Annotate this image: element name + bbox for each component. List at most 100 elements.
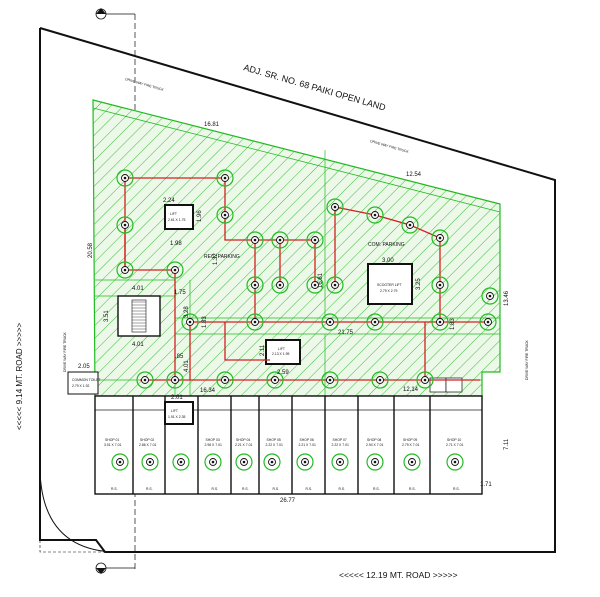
dim-d30: 2.05 bbox=[78, 364, 90, 370]
north-marker-bottom bbox=[95, 562, 135, 574]
sprinkler-head bbox=[431, 229, 449, 247]
lift-3-size: 1.91 X 2.35 bbox=[168, 415, 185, 419]
dim-d13: 1.75 bbox=[174, 290, 186, 296]
dim-d11: 13.46 bbox=[504, 290, 510, 306]
sprinkler-head bbox=[216, 169, 234, 187]
north-marker-top bbox=[95, 8, 135, 20]
shop-name: SHOP 08 bbox=[367, 438, 381, 442]
sprinkler-head bbox=[166, 371, 184, 389]
sprinkler-head bbox=[321, 371, 339, 389]
sprinkler-head bbox=[326, 276, 344, 294]
sprinkler-head bbox=[116, 169, 134, 187]
shop-size: 2.79 X 7.01 bbox=[402, 443, 419, 447]
sprinkler-head bbox=[271, 276, 289, 294]
lift-3: LIFT 1.91 X 2.35 bbox=[164, 401, 194, 425]
dim-d17: 1.83 bbox=[202, 316, 208, 328]
shop-size: 3.01 X 7.01 bbox=[104, 443, 121, 447]
sprinkler-head bbox=[111, 453, 129, 471]
sprinkler-head bbox=[366, 206, 384, 224]
shop-name: SHOP 05 bbox=[267, 438, 281, 442]
dim-d19: 1.83 bbox=[450, 318, 456, 330]
dim-d1: 16.81 bbox=[204, 122, 220, 128]
sprinkler-head bbox=[216, 206, 234, 224]
lift-2: LIFT 2.13 X 1.95 bbox=[265, 339, 301, 365]
drive-way-strip bbox=[92, 99, 501, 213]
dim-d14: 3.51 bbox=[104, 310, 110, 322]
stair-steps bbox=[132, 301, 146, 330]
shop-name: SHOP 03 bbox=[206, 438, 220, 442]
shop-size: 2.96 X 7.01 bbox=[205, 443, 222, 447]
sprinkler-head bbox=[366, 313, 384, 331]
dim-d7: 1.32 bbox=[213, 253, 219, 265]
drive-way-top-label: DRIVE WAY FIRE TRUCK bbox=[125, 77, 165, 92]
lift-2-size: 2.13 X 1.95 bbox=[272, 352, 289, 356]
sprinkler-head bbox=[172, 453, 190, 471]
sprinkler-head bbox=[371, 371, 389, 389]
shop-name: SHOP 06 bbox=[300, 438, 314, 442]
rs-label: R.S. bbox=[111, 487, 118, 491]
rs-label: R.S. bbox=[339, 487, 346, 491]
sprinkler-head bbox=[116, 261, 134, 279]
dim-d16: 3.28 bbox=[184, 306, 190, 318]
sprinkler-head bbox=[271, 231, 289, 249]
toilet-size: 2.79 X 1.92 bbox=[72, 384, 89, 388]
rs-label: R.S. bbox=[273, 487, 280, 491]
staircase bbox=[117, 295, 161, 337]
dim-d3: 20.58 bbox=[88, 242, 94, 258]
dim-d18: 21.75 bbox=[338, 330, 354, 336]
sprinkler-head bbox=[246, 276, 264, 294]
sprinkler-head bbox=[431, 313, 449, 331]
dim-d6: 1.98 bbox=[170, 241, 182, 247]
sprinkler-head bbox=[296, 453, 314, 471]
sprinkler-head bbox=[166, 261, 184, 279]
rs-label: R.S. bbox=[453, 487, 460, 491]
shop-size: 2.22 X 7.01 bbox=[266, 443, 283, 447]
sprinkler-head bbox=[481, 287, 499, 305]
scooter-lift-label: SCOOTER LIFT bbox=[377, 283, 402, 287]
rs-label: R.S. bbox=[373, 487, 380, 491]
lift-3-label: LIFT bbox=[171, 409, 178, 413]
dim-d8: 3.00 bbox=[382, 258, 394, 264]
dim-d27: 7.11 bbox=[504, 438, 510, 450]
corner-curve-dashed bbox=[39, 500, 110, 553]
shop-size: 2.22 X 7.01 bbox=[332, 443, 349, 447]
road-bottom-label: <<<<< 12.19 MT. ROAD >>>>> bbox=[339, 570, 458, 580]
drive-way-left-label: DRIVE WAY FIRE TRUCK bbox=[63, 331, 67, 372]
drive-way-top2-label: DRIVE WAY FIRE TRUCK bbox=[370, 139, 410, 154]
sprinkler-head bbox=[306, 276, 324, 294]
toilet-label: COMMON TOILET bbox=[72, 378, 101, 382]
dim-d9: 16.61 bbox=[318, 272, 324, 288]
shop-size: 2.71 X 7.01 bbox=[446, 443, 463, 447]
dim-d29: 26.77 bbox=[280, 498, 296, 504]
shop-name: SHOP 09 bbox=[403, 438, 417, 442]
sprinkler-head bbox=[366, 453, 384, 471]
rs-label: R.S. bbox=[146, 487, 153, 491]
utility-rooms bbox=[429, 377, 463, 393]
rs-label: R.S. bbox=[409, 487, 416, 491]
shop-labels: SHOP 013.01 X 7.01R.S.SHOP 022.86 X 7.01… bbox=[104, 438, 463, 491]
sprinkler-head bbox=[479, 313, 497, 331]
sprinkler-head bbox=[326, 198, 344, 216]
shops-band bbox=[94, 395, 483, 495]
sprinkler-heads bbox=[111, 169, 499, 471]
scooter-lift: SCOOTER LIFT 2.79 X 2.79 bbox=[367, 263, 413, 305]
shop-name: SHOP 01 bbox=[105, 438, 119, 442]
north-land-label: ADJ. SR. NO. 68 PAIKI OPEN LAND bbox=[242, 62, 387, 112]
drive-way-right-label: DRIVE WAY FIRE TRUCK bbox=[525, 339, 529, 380]
sprinkler-head bbox=[306, 231, 324, 249]
corner-curve bbox=[39, 469, 113, 553]
lift-1-label: LIFT bbox=[170, 212, 177, 216]
sprinkler-head bbox=[403, 453, 421, 471]
lift-1-size: 2.61 X 1.75 bbox=[168, 218, 185, 222]
shop-size: 2.86 X 7.01 bbox=[139, 443, 156, 447]
scooter-lift-size: 2.79 X 2.79 bbox=[380, 289, 397, 293]
sprinkler-head bbox=[204, 453, 222, 471]
sprinkler-head bbox=[416, 371, 434, 389]
dim-d15: 4.01 bbox=[132, 342, 144, 348]
dim-d22: 4.01 bbox=[184, 360, 190, 372]
dim-d2: 12.54 bbox=[406, 172, 422, 178]
sprinkler-head bbox=[235, 453, 253, 471]
dim-d21: .85 bbox=[175, 354, 184, 360]
dim-d25: 12.14 bbox=[403, 387, 419, 393]
